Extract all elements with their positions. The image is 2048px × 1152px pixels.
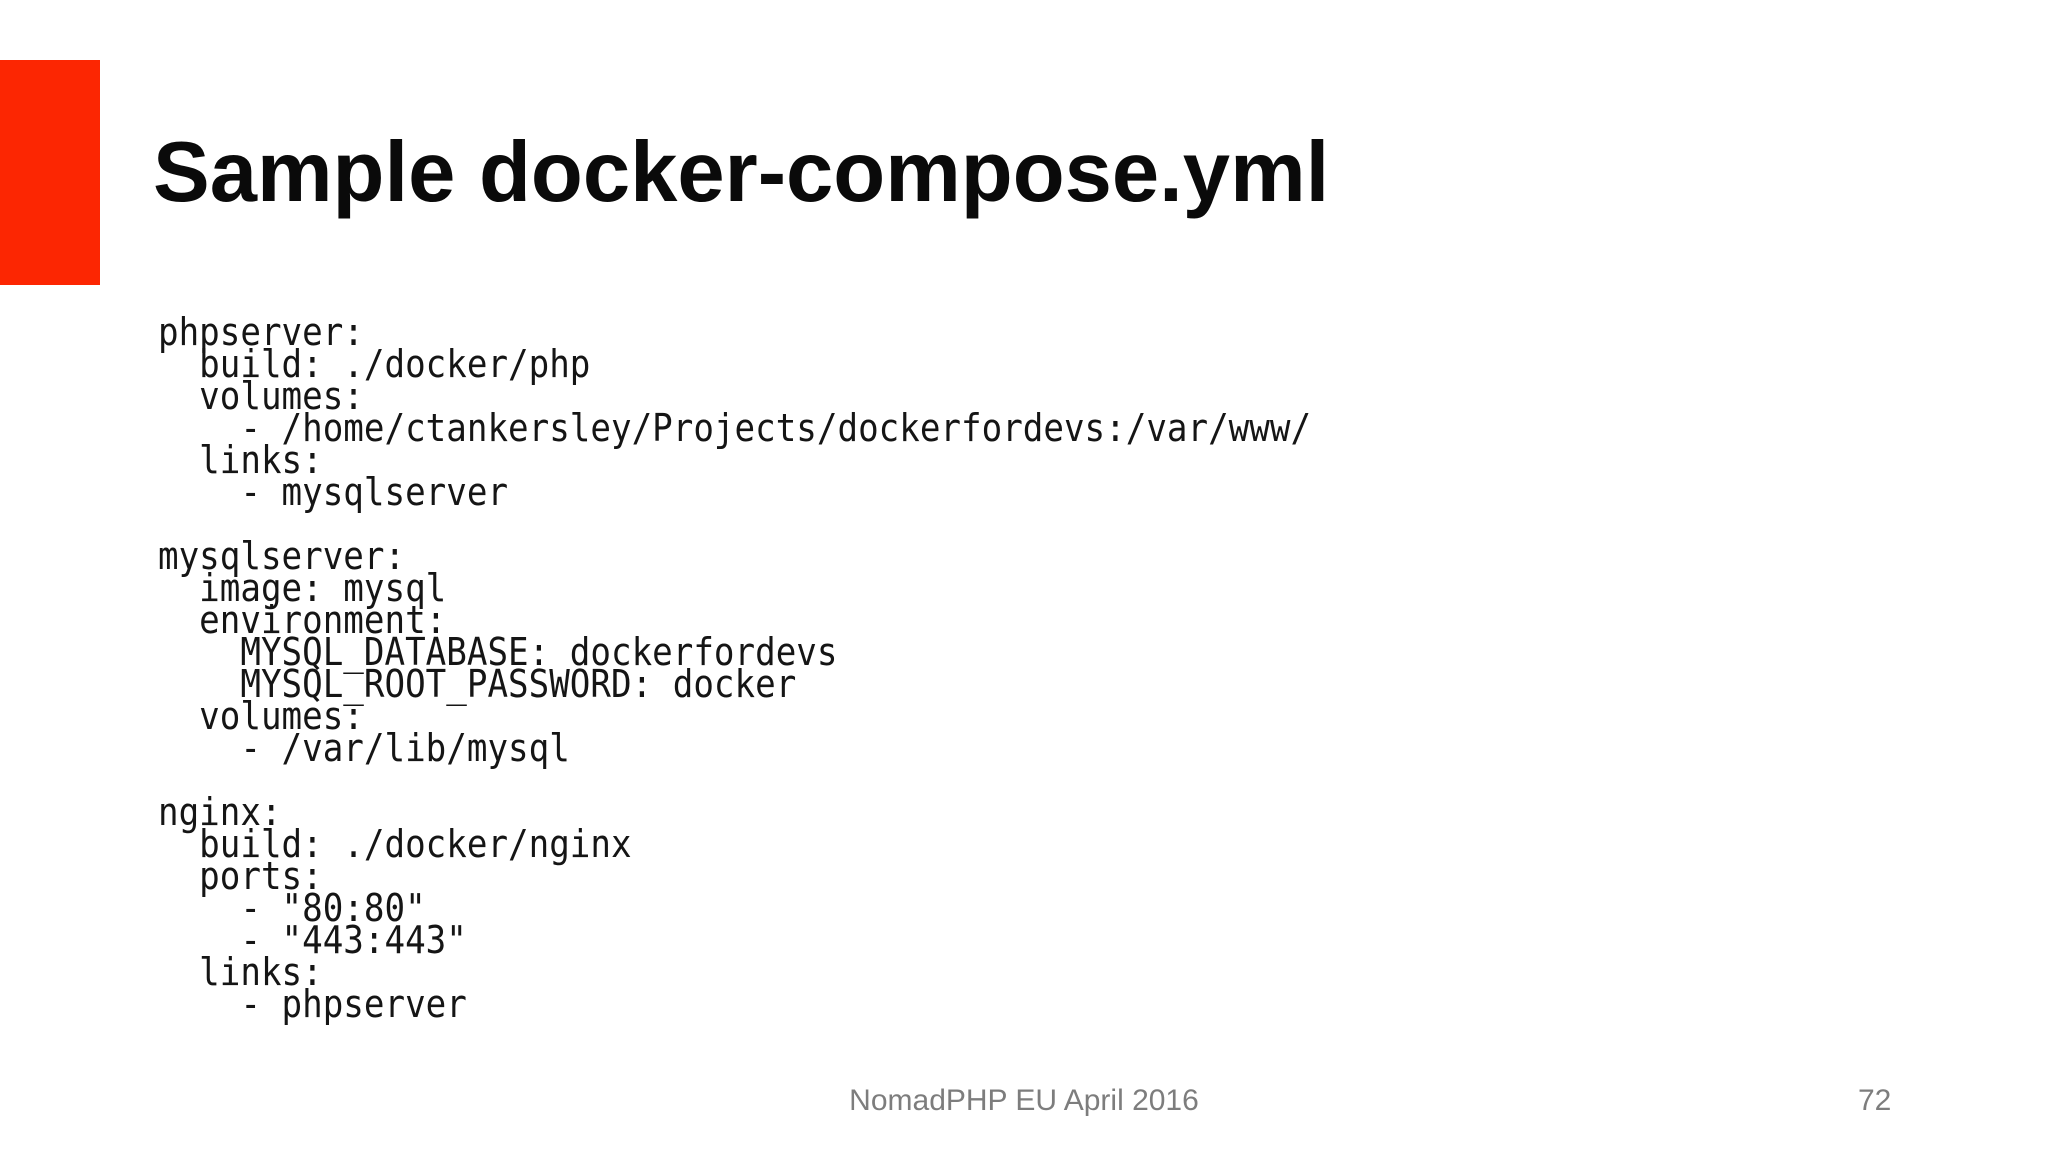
footer-event-label: NomadPHP EU April 2016 [849, 1084, 1199, 1117]
slide-page-number: 72 [1858, 1084, 1892, 1117]
slide-title: Sample docker-compose.yml [153, 125, 1330, 220]
accent-red-square [0, 60, 100, 285]
docker-compose-code-block: phpserver: build: ./docker/php volumes: … [158, 310, 1312, 1026]
